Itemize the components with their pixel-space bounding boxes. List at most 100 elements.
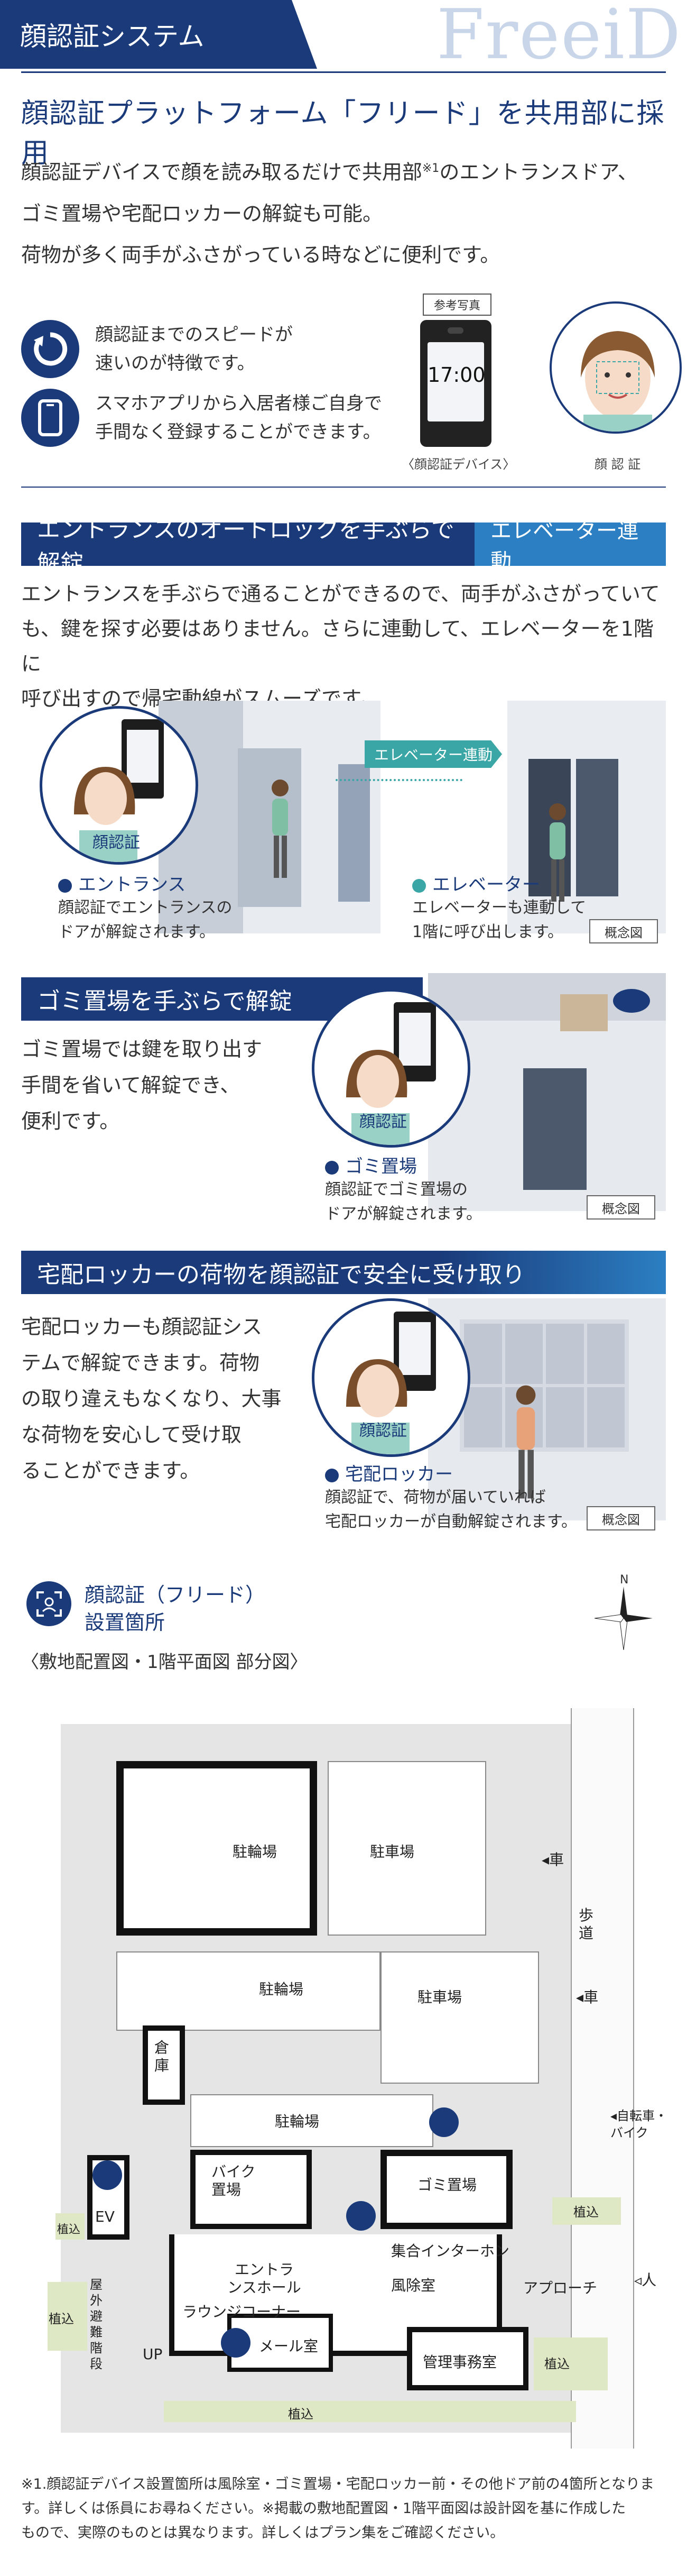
entrance-item-title: エントランス — [78, 874, 186, 895]
garbage-caption: ゴミ置場 顔認証でゴミ置場の ドアが解錠されます。 — [325, 1152, 482, 1226]
entrance-item-desc-1: 顔認証でエントランスの — [58, 899, 233, 917]
planting-area-2 — [552, 2197, 621, 2225]
locker-resident-figure — [516, 1385, 536, 1499]
locker-paragraph: 宅配ロッカーも顔認証シス テムで解錠できます。荷物 の取り違えもなくなり、大事 … — [21, 1309, 317, 1489]
elevator-link-chip: エレベーター連動 — [475, 519, 666, 574]
bicycle-parking-2 — [116, 1951, 380, 2031]
entrance-face-scan-circle — [40, 706, 198, 865]
entrance-face-tag: 顔認証 — [92, 833, 140, 852]
label-planting-1: 植込 — [49, 2312, 74, 2326]
locker-caption: 宅配ロッカー 顔認証で、荷物が届いていれば 宅配ロッカーが自動解錠されます。 — [325, 1460, 577, 1534]
label-car-arrow-2: ◂車 — [576, 1988, 599, 2006]
locker-section-bar: 宅配ロッカーの荷物を顔認証で安全に受け取り — [21, 1251, 666, 1294]
entrance-section-bar: エントランスのオートロックを手ぶらで解錠 エレベーター連動 — [21, 516, 666, 577]
map-subtitle: 〈敷地配置図・1階平面図 部分図〉 — [21, 1652, 308, 1673]
walking-resident-figure — [264, 777, 296, 883]
garbage-concept-label: 概念図 — [587, 1195, 655, 1220]
entrance-line-1: エントランスを手ぶらで通ることができるので、両手がふさがっていて — [21, 582, 660, 606]
footnote-line-2: す。詳しくは係員にお尋ねください。※掲載の敷地配置図・1階平面図は設計図を基に作… — [21, 2500, 626, 2517]
label-storage: 倉庫 — [154, 2039, 170, 2074]
footnote-ref: ※1 — [422, 162, 440, 175]
garbage-marker-icon — [325, 1160, 339, 1175]
management-office — [407, 2327, 528, 2390]
intro-headline: 顔認証プラットフォーム「フリード」を共用部に採用 — [21, 98, 665, 169]
label-sidewalk: 歩道 — [579, 1906, 594, 1942]
label-approach: アプローチ — [523, 2279, 598, 2297]
label-planting-2: 植込 — [573, 2205, 599, 2220]
locker-concept-label: 概念図 — [587, 1506, 655, 1530]
motorbike-parking — [190, 2150, 312, 2229]
entrance-marker-icon — [58, 878, 72, 893]
locker-line-4: な荷物を安心して受け取 — [21, 1423, 242, 1446]
device-screen: 17:00 — [428, 342, 486, 421]
elevator-caption: エレベーター エレベーターも連動して 1階に呼び出します。 — [412, 870, 586, 945]
planting-area-5 — [55, 2213, 85, 2240]
garbage-item-desc-1: 顔認証でゴミ置場の — [325, 1180, 468, 1199]
camera-icon — [448, 327, 463, 334]
footnote-line-3: もので、実際のものとは異なります。詳しくはプラン集をご確認ください。 — [21, 2525, 505, 2541]
label-windbreak: 風除室 — [391, 2277, 436, 2294]
locker-item-title: 宅配ロッカー — [345, 1464, 453, 1485]
smartphone-icon — [21, 389, 79, 447]
label-up: UP — [143, 2345, 163, 2363]
planting-area-1 — [48, 2282, 87, 2351]
car-parking-2 — [380, 1951, 539, 2084]
garbage-room-illustration — [428, 973, 666, 1211]
map-face-id-marker-windbreak — [346, 2201, 376, 2231]
intro-paragraph: 顔認証デバイスで顔を読み取るだけで共用部※1のエントランスドア、 ゴミ置場や宅配… — [21, 148, 671, 276]
map-face-id-marker-mailroom — [221, 2328, 250, 2358]
garbage-room — [380, 2150, 513, 2229]
reference-photo-label: 参考写真 — [423, 294, 491, 316]
feature-app-line-2: 手間なく登録することができます。 — [95, 421, 381, 443]
label-bicycle-parking-3: 駐輪場 — [275, 2113, 320, 2130]
garbage-section-title: ゴミ置場を手ぶらで解錠 — [37, 988, 292, 1015]
label-car-arrow-1: ◂車 — [542, 1851, 564, 1868]
label-planting-5: 植込 — [57, 2223, 81, 2236]
compass-north-label: N — [620, 1573, 629, 1587]
elevator-item-desc-2: 1階に呼び出します。 — [412, 923, 564, 941]
map-title: 顔認証（フリード） 設置箇所 — [85, 1581, 265, 1636]
speed-icon — [21, 320, 79, 378]
planting-area-3 — [534, 2337, 608, 2390]
locker-line-5: ることができます。 — [21, 1459, 200, 1482]
footnote: ※1.顔認証デバイス設置箇所は風除室・ゴミ置場・宅配ロッカー前・その他ドア前の4… — [21, 2472, 666, 2545]
locker-line-2: テムで解錠できます。荷物 — [21, 1351, 260, 1374]
storage-room — [143, 2025, 185, 2105]
waiting-resident-figure — [549, 803, 566, 902]
label-garbage-room: ゴミ置場 — [417, 2176, 477, 2194]
label-outdoor-stairs: 屋外避難階段 — [90, 2277, 103, 2371]
locker-face-tag: 顔認証 — [359, 1422, 407, 1440]
bicycle-parking-3 — [190, 2094, 433, 2147]
map-face-id-marker-garbage — [429, 2107, 459, 2137]
label-person: ◃人 — [634, 2271, 657, 2289]
compass-icon: N — [595, 1573, 653, 1653]
locker-item-desc-1: 顔認証で、荷物が届いていれば — [325, 1488, 546, 1507]
entrance-paragraph: エントランスを手ぶらで通ることができるので、両手がふさがっていて も、鍵を探す必… — [21, 576, 671, 716]
feature-app: スマホアプリから入居者様ご自身で 手間なく登録することができます。 — [21, 383, 402, 452]
label-bicycle-parking-1: 駐輪場 — [233, 1843, 277, 1860]
section-title-tab: 顔認証システム — [0, 0, 317, 69]
garbage-face-scan-circle — [312, 989, 470, 1148]
locker-line-3: の取り違えもなくなり、大事 — [21, 1387, 282, 1410]
label-planting-3: 植込 — [544, 2357, 570, 2371]
feature-speed-line-2: 速いのが特徴です。 — [95, 353, 255, 374]
face-id-icon — [26, 1581, 71, 1626]
label-mail-room: メール室 — [259, 2337, 319, 2355]
footnote-line-1: ※1.顔認証デバイス設置箇所は風除室・ゴミ置場・宅配ロッカー前・その他ドア前の4… — [21, 2476, 654, 2492]
boxes-illustration — [560, 994, 608, 1031]
elevator-hall-illustration — [507, 701, 666, 933]
garbage-paragraph: ゴミ置場では鍵を取り出す 手間を省いて解錠でき、 便利です。 — [21, 1031, 317, 1139]
car-parking-1 — [328, 1761, 486, 1936]
entrance-item-desc-2: ドアが解錠されます。 — [58, 923, 215, 941]
garbage-line-1: ゴミ置場では鍵を取り出す — [21, 1038, 263, 1061]
locker-item-desc-2: 宅配ロッカーが自動解錠されます。 — [325, 1512, 577, 1531]
feature-app-line-1: スマホアプリから入居者様ご自身で — [95, 393, 382, 414]
elevator-link-arrow: エレベーター連動 — [365, 740, 502, 768]
entrance-section-title: エントランスのオートロックを手ぶらで解錠 — [37, 516, 454, 577]
intro-line-2: ゴミ置場や宅配ロッカーの解錠も可能。 — [21, 201, 383, 225]
garbage-item-title: ゴミ置場 — [345, 1156, 417, 1177]
feature-speed: 顔認証までのスピードが 速いのが特徴です。 — [21, 315, 380, 383]
label-car-parking-2: 駐車場 — [417, 1988, 462, 2006]
elevator-link-label: エレベーター連動 — [374, 746, 493, 764]
entrance-concept-label: 概念図 — [589, 919, 658, 943]
